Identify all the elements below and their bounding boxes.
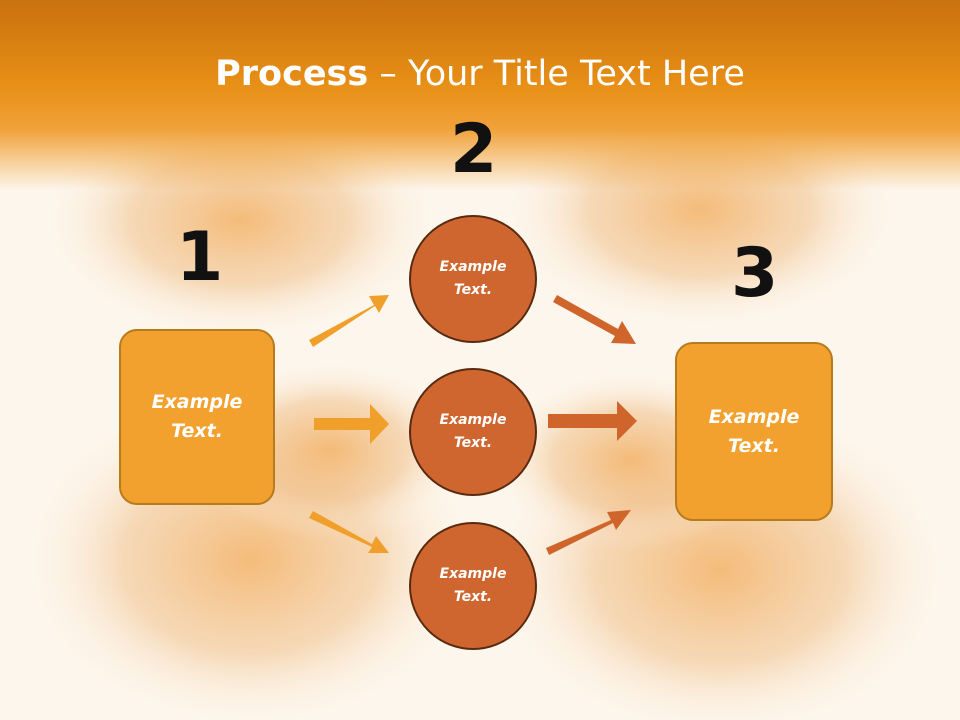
circle-middle-line1: Example xyxy=(439,412,507,428)
circle-bottom-line1: Example xyxy=(439,566,507,582)
title-bold: Process xyxy=(215,54,369,94)
arrow-left-to-top xyxy=(309,295,389,347)
arrow-middle-to-right xyxy=(548,401,637,441)
circle-top-line1: Example xyxy=(439,259,507,275)
arrow-left-to-bottom xyxy=(309,511,389,553)
arrow-bottom-to-right xyxy=(546,510,631,555)
title-rest: – Your Title Text Here xyxy=(368,54,745,94)
circle-middle-line2: Text. xyxy=(453,435,493,451)
slide-title: Process – Your Title Text Here xyxy=(0,52,960,96)
step-number-3: 3 xyxy=(731,234,779,313)
step-number-2: 2 xyxy=(450,110,498,189)
left-box-line1: Example xyxy=(151,391,243,413)
arrow-top-to-right xyxy=(553,295,636,344)
right-box-line2: Text. xyxy=(728,434,780,457)
right-box-line1: Example xyxy=(708,405,800,428)
arrow-left-to-middle xyxy=(314,404,389,444)
circle-top-line2: Text. xyxy=(453,282,493,298)
left-box-line2: Text. xyxy=(171,420,223,442)
title-bar xyxy=(0,0,960,190)
step-number-1: 1 xyxy=(176,218,224,297)
circle-bottom-line2: Text. xyxy=(453,589,493,605)
